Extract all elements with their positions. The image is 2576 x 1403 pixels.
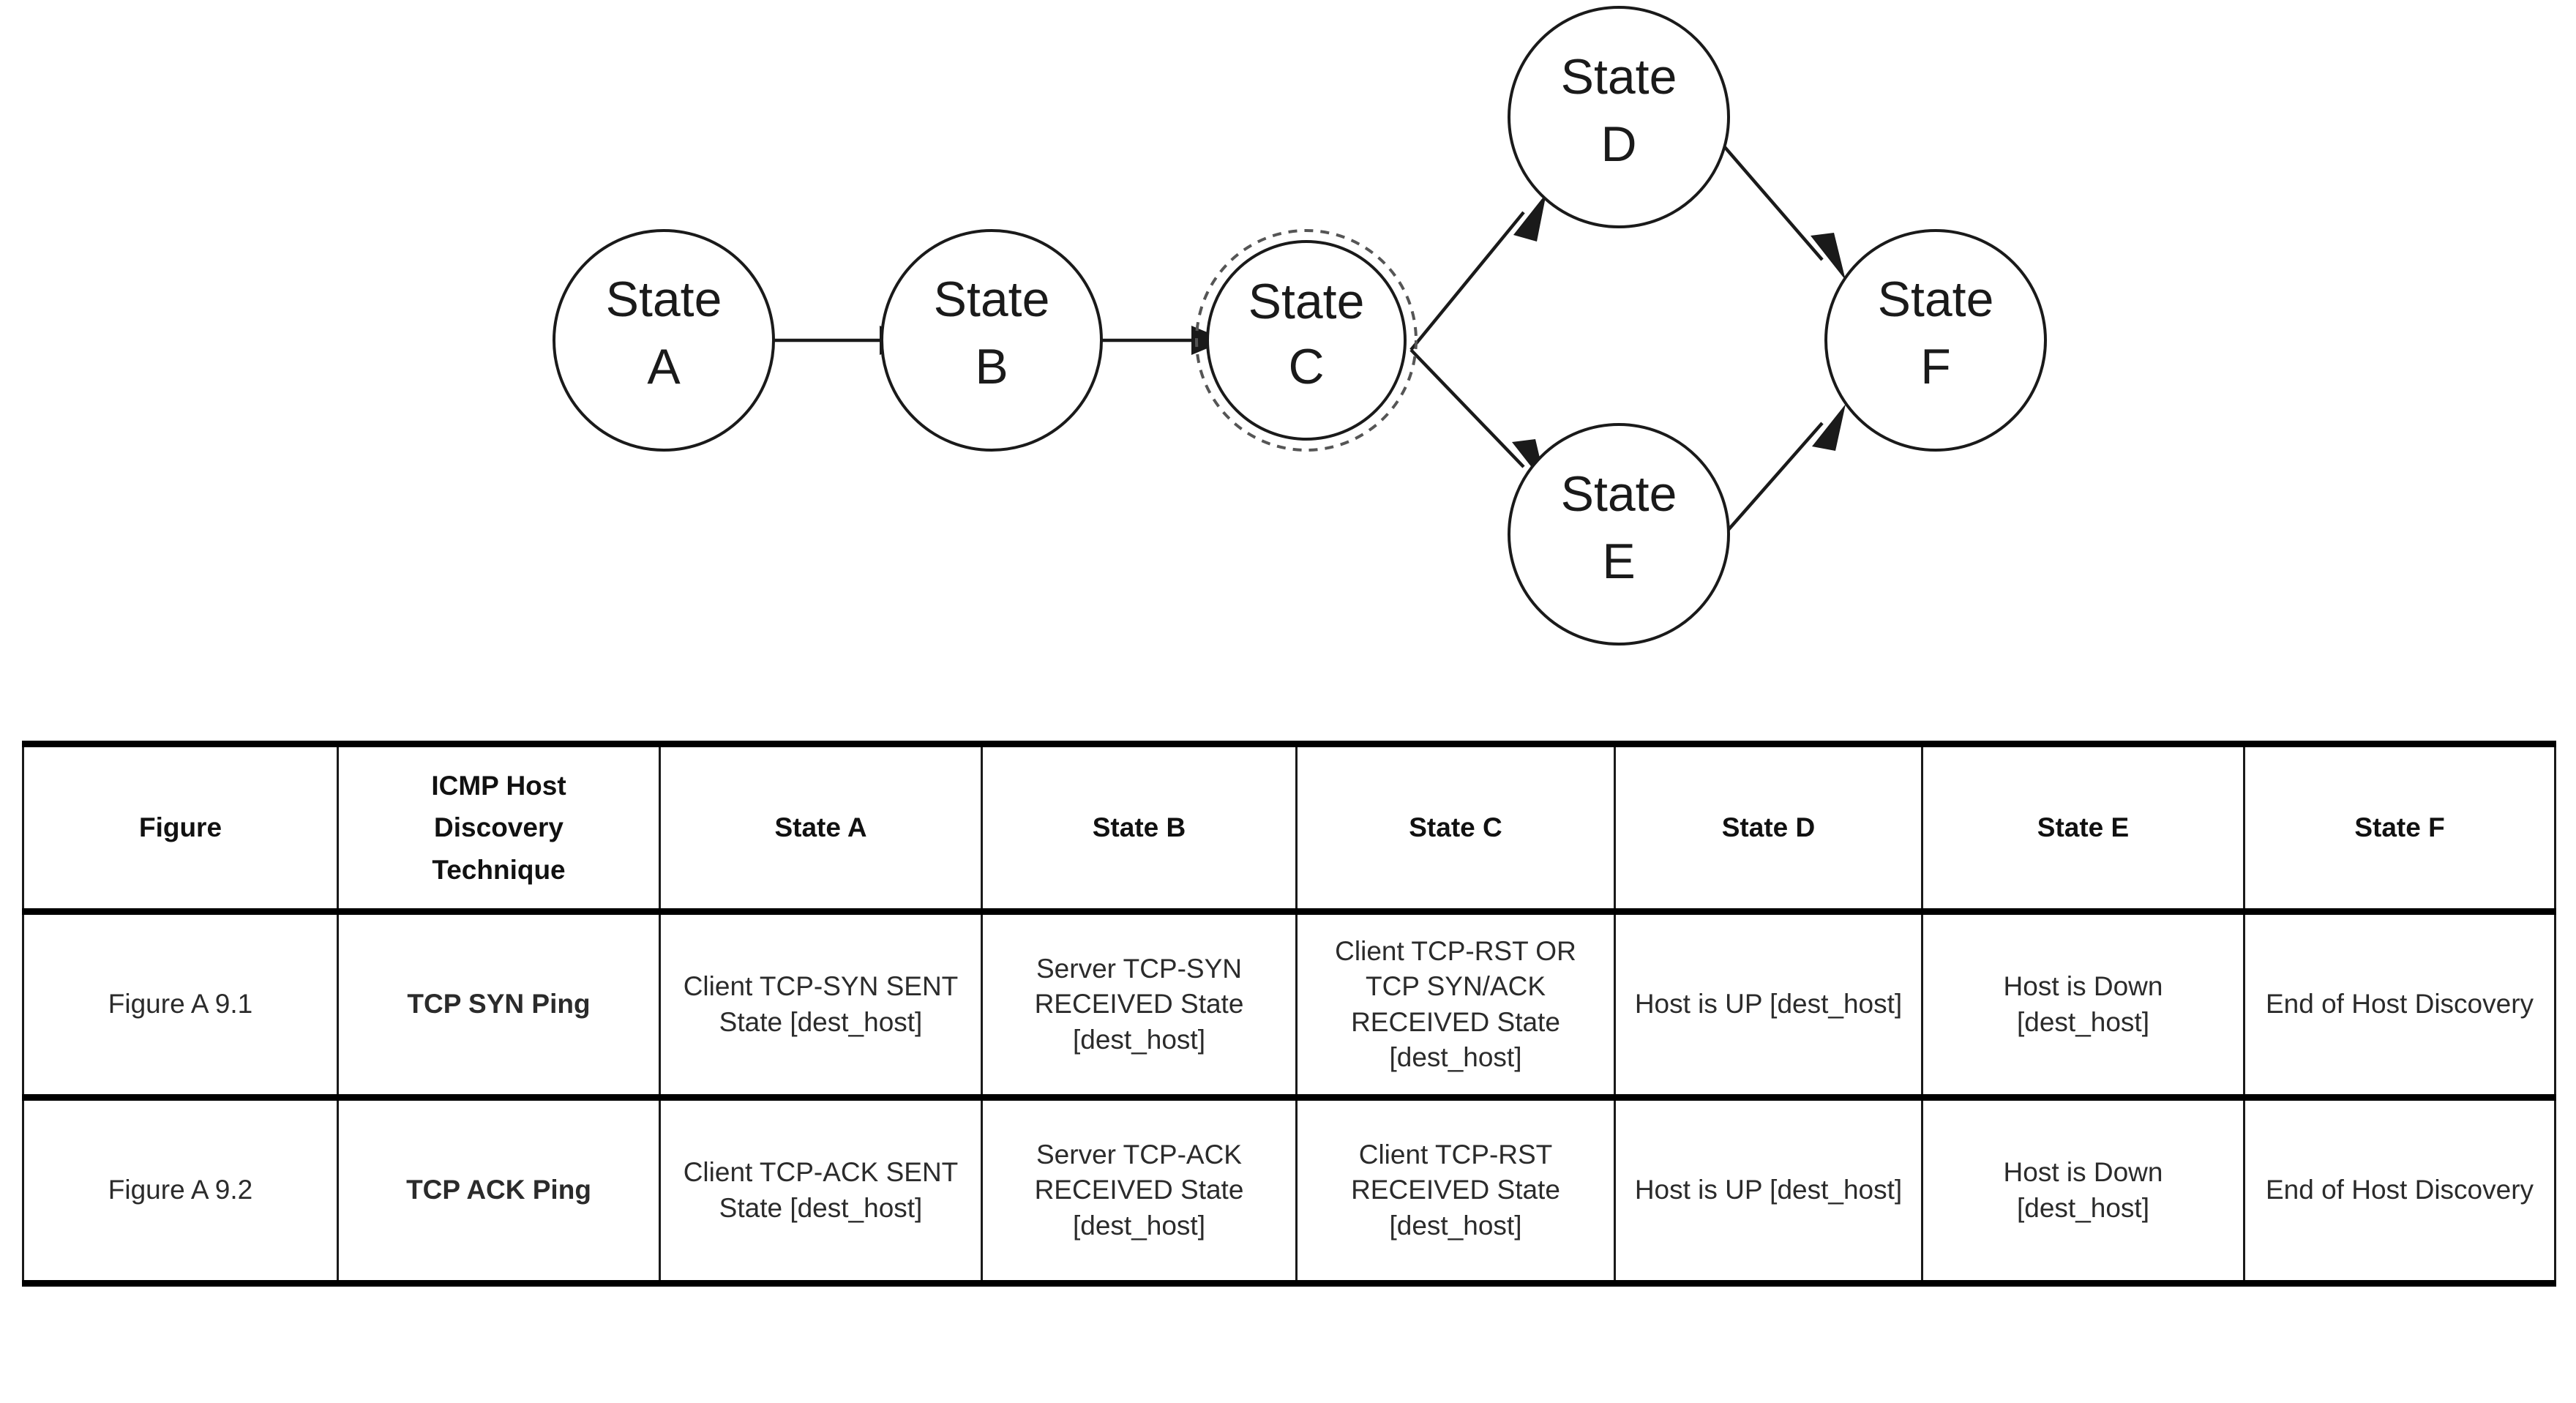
edge-c-to-e [1409,348,1546,486]
state-node-a-label-line1: State [606,272,722,327]
state-node-b-label-line2: B [975,339,1008,394]
column-header-state-e: State E [1921,744,2245,912]
cell-state-c: Client TCP-RST OR TCP SYN/ACK RECEIVED S… [1295,911,1616,1098]
cell-state-e: Host is Down [dest_host] [1921,911,2245,1098]
state-node-f-label-line2: F [1920,339,1951,394]
edge-c-to-d-arrowhead [1513,193,1546,242]
cell-state-b: Server TCP-ACK RECEIVED State [dest_host… [981,1097,1298,1284]
state-node-c-label-line1: State [1248,274,1365,329]
cell-state-f: End of Host Discovery [2243,1097,2556,1284]
state-table-container: Figure ICMP Host Discovery Technique Sta… [22,741,2556,1287]
state-node-f[interactable]: State F [1824,229,2047,452]
cell-state-f: End of Host Discovery [2243,911,2556,1098]
cell-figure: Figure A 9.2 [22,1097,339,1284]
state-node-c-highlight-ring [1195,229,1418,452]
cell-state-d: Host is UP [dest_host] [1614,1097,1923,1284]
cell-state-e: Host is Down [dest_host] [1921,1097,2245,1284]
column-header-figure: Figure [22,744,339,912]
state-node-f-label-line1: State [1878,272,1994,327]
state-node-e-circle [1508,423,1730,646]
cell-state-d: Host is UP [dest_host] [1614,911,1923,1098]
state-node-a-label-line2: A [647,339,681,394]
column-header-technique-line3: Technique [432,854,566,885]
state-diagram: State A State B State C State D State E [553,6,2047,646]
edge-e-to-f-arrowhead [1812,404,1846,451]
edge-c-to-e-line [1409,348,1525,468]
state-node-c-circle [1206,240,1407,441]
edge-c-to-d-line [1409,211,1525,351]
column-header-state-f: State F [2243,744,2556,912]
table-row: Figure A 9.1 TCP SYN Ping Client TCP-SYN… [22,911,2556,1098]
host-discovery-table: Figure ICMP Host Discovery Technique Sta… [22,741,2556,1287]
cell-technique: TCP SYN Ping [337,911,661,1098]
state-node-c[interactable]: State C [1195,229,1418,452]
cell-state-c: Client TCP-RST RECEIVED State [dest_host… [1295,1097,1616,1284]
cell-figure: Figure A 9.1 [22,911,339,1098]
state-node-a-circle [553,229,775,452]
edge-d-to-f-arrowhead [1811,233,1846,280]
cell-state-b: Server TCP-SYN RECEIVED State [dest_host… [981,911,1298,1098]
state-node-c-label-line2: C [1288,339,1324,394]
cell-state-a: Client TCP-SYN SENT State [dest_host] [659,911,983,1098]
column-header-technique: ICMP Host Discovery Technique [337,744,661,912]
column-header-state-c: State C [1295,744,1616,912]
state-node-d-circle [1508,6,1730,228]
state-node-d-label-line1: State [1561,49,1677,105]
state-node-b-label-line1: State [934,272,1050,327]
cell-state-a: Client TCP-ACK SENT State [dest_host] [659,1097,983,1284]
state-node-d-label-line2: D [1600,116,1636,172]
column-header-technique-line2: Discovery [434,812,564,843]
state-node-e-label-line1: State [1561,466,1677,522]
state-node-b-circle [880,229,1103,452]
state-node-e[interactable]: State E [1508,423,1730,646]
table-header-row: Figure ICMP Host Discovery Technique Sta… [22,744,2556,912]
state-node-b[interactable]: State B [880,229,1103,452]
cell-technique: TCP ACK Ping [337,1097,661,1284]
table-body: Figure A 9.1 TCP SYN Ping Client TCP-SYN… [22,911,2556,1284]
column-header-state-a: State A [659,744,983,912]
edge-c-to-d [1409,193,1546,351]
column-header-state-b: State B [981,744,1298,912]
state-node-a[interactable]: State A [553,229,775,452]
state-node-e-label-line2: E [1602,534,1635,589]
state-node-d[interactable]: State D [1508,6,1730,228]
column-header-technique-line1: ICMP Host [431,770,566,801]
edge-d-to-f [1704,123,1846,280]
table-row: Figure A 9.2 TCP ACK Ping Client TCP-ACK… [22,1097,2556,1284]
table-header: Figure ICMP Host Discovery Technique Sta… [22,744,2556,912]
column-header-state-d: State D [1614,744,1923,912]
state-node-f-circle [1824,229,2047,452]
